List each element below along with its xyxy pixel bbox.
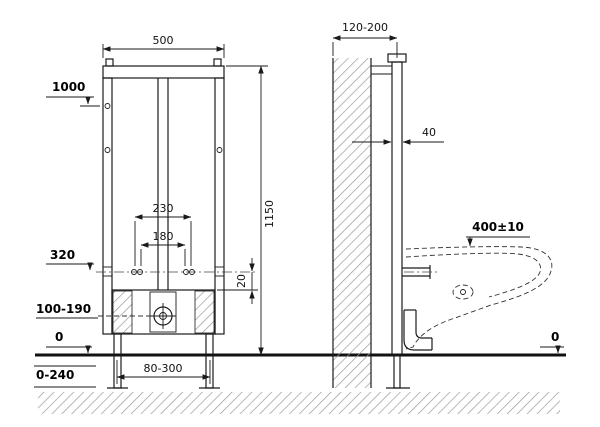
wall-hatch: [333, 58, 371, 388]
frame-leg-side: [393, 354, 401, 389]
frame-top-tab-left: [105, 58, 114, 67]
label-floor-zero-left: 0: [55, 330, 63, 344]
side-dimensions: 120-200 40 400±10 0: [332, 21, 564, 354]
dim-fixing-outer-label: 230: [153, 202, 174, 215]
rail-hole-right: [216, 147, 223, 153]
frame-side: [371, 53, 440, 389]
frame-rail-left: [102, 77, 113, 335]
dim-plate-offset-label: 20: [235, 274, 248, 288]
frame-top-tab-right: [213, 58, 222, 67]
dim-rail-depth-label: 40: [422, 126, 436, 139]
label-fixing-height: 320: [50, 248, 75, 262]
bidet-outline: [405, 246, 553, 350]
drain-elbow-outer: [403, 310, 432, 351]
dim-height-label: 1150: [263, 200, 276, 228]
label-drain-range: 100-190: [36, 302, 91, 316]
frame-rail-right: [214, 77, 225, 335]
label-rim-height: 400±10: [472, 220, 524, 234]
dim-width-label: 500: [153, 34, 174, 47]
frame-rail-side: [391, 61, 403, 356]
bidet-drain-hole: [452, 284, 474, 300]
frame-leg-right: [205, 333, 214, 389]
floor-hatch-band: [38, 392, 560, 414]
bidet-rim-inner: [405, 252, 542, 298]
dim-fixing-inner-label: 180: [153, 230, 174, 243]
dim-wall-distance-label: 120-200: [342, 21, 388, 34]
plate-hatch-left: [112, 290, 133, 334]
label-supply-height: 1000: [52, 80, 85, 94]
dim-foot-span-label: 80-300: [144, 362, 183, 375]
rail-bracket-left: [102, 266, 113, 277]
frame-leg-left: [113, 333, 122, 389]
label-floor-zero-right: 0: [551, 330, 559, 344]
plate-hatch-right: [194, 290, 215, 334]
frame-front: [96, 58, 258, 389]
drain-box: [149, 291, 177, 333]
bidet-body-outer: [405, 246, 553, 350]
rail-hole-left: [104, 147, 111, 153]
frame-top-bar: [102, 65, 225, 79]
front-dimensions: 500 1150 1000 230 180 320: [34, 34, 276, 388]
drain-elbow-inner: [415, 310, 432, 339]
label-floor-buildup: 0-240: [36, 368, 74, 382]
front-view: 500 1150 1000 230 180 320: [34, 34, 276, 389]
bidet-drain-center: [460, 289, 466, 295]
rail-bracket-right: [214, 266, 225, 277]
floor-section: [35, 353, 566, 414]
rail-hole-supply-left: [104, 103, 111, 109]
mounting-plate: [111, 289, 216, 335]
side-view: 120-200 40 400±10 0: [332, 21, 564, 389]
wall-section: [332, 58, 372, 388]
